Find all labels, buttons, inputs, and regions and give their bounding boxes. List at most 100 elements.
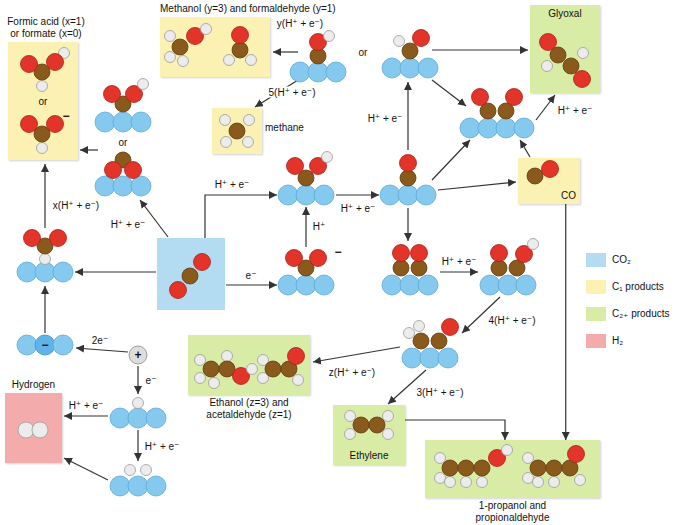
reaction-arrow [536, 95, 555, 120]
connector [565, 204, 566, 440]
legend-swatch [586, 253, 606, 267]
reaction-arrow [462, 297, 500, 333]
reaction-arrow [255, 80, 298, 107]
atom [232, 42, 248, 58]
atom [530, 460, 546, 476]
reaction-arrow [520, 140, 530, 157]
atom [431, 333, 447, 349]
atom [380, 185, 400, 205]
atom [411, 245, 428, 262]
arrow-label: H⁺ + e⁻ [441, 256, 478, 267]
arrow-label: x(H⁺ + e⁻) [52, 200, 100, 211]
atom [413, 333, 429, 349]
atom [195, 355, 206, 366]
reaction-arrow [313, 347, 400, 362]
reaction-arrow [205, 195, 277, 238]
atom [542, 161, 559, 178]
arrow-label: 2e⁻ [91, 335, 109, 346]
reaction-arrow [137, 366, 138, 394]
atom [293, 375, 304, 386]
atom [394, 36, 405, 47]
atom [95, 176, 115, 196]
arrow-label: or [118, 137, 129, 148]
atom [195, 373, 206, 384]
atom [128, 408, 148, 428]
arrow-label: z(H⁺ + e⁻) [328, 367, 376, 378]
atom [369, 417, 385, 433]
atom [445, 477, 456, 488]
product-name: Formic acid (x=1) or formate (x=0) [2, 16, 90, 40]
arrow-label: y(H⁺ + e⁻) [276, 18, 324, 29]
atom [478, 118, 498, 138]
atom [393, 260, 409, 276]
atom [546, 460, 562, 476]
c2-product-box: Glyoxal [530, 5, 600, 93]
reaction-arrow [407, 82, 408, 150]
atom [296, 185, 316, 205]
legend-text: C₂₊ products [612, 308, 670, 320]
product-name: Ethylene [350, 450, 389, 462]
atom [498, 275, 518, 295]
arrow-label: 4(H⁺ + e⁻) [488, 315, 537, 326]
product-name: CO [561, 190, 576, 202]
atom [37, 81, 48, 92]
atom [53, 335, 73, 355]
atom [314, 275, 334, 295]
atom [474, 460, 490, 476]
reaction-arrow [305, 207, 306, 247]
atom [418, 58, 438, 78]
reaction-arrow [336, 194, 379, 195]
reaction-arrow [44, 286, 45, 333]
atom [400, 58, 420, 78]
arrow-label: 5(H⁺ + e⁻) [268, 87, 317, 98]
atom [265, 361, 281, 377]
atom [194, 254, 211, 271]
atom [438, 348, 458, 368]
atom [40, 254, 51, 265]
c2-product-box: Ethanol (z=3) and acetaldehyde (z=1) [188, 335, 310, 395]
arrow-label: e⁻ [245, 270, 258, 281]
legend-swatch [586, 307, 606, 321]
atom [516, 275, 536, 295]
atom [523, 453, 534, 464]
atom [324, 31, 335, 42]
atom [104, 86, 121, 103]
molecule [160, 17, 270, 77]
atom [496, 118, 516, 138]
atom [400, 170, 416, 186]
atom [53, 262, 73, 282]
atom [416, 185, 436, 205]
arrow-label: H⁺ + e⁻ [557, 105, 594, 116]
atom [549, 477, 560, 488]
atom [243, 137, 254, 148]
atom [133, 398, 144, 409]
atom [220, 115, 231, 126]
molecule [212, 108, 262, 154]
arrow-label: or [358, 47, 369, 58]
c1-product-box: Formic acid (x=1) or formate (x=0)or [8, 42, 78, 160]
reaction-arrow [432, 80, 466, 106]
atom [310, 250, 327, 267]
atom [383, 429, 394, 440]
atom [527, 168, 543, 184]
atom [146, 476, 166, 496]
atom [246, 55, 257, 66]
reaction-arrow [76, 348, 128, 352]
reaction-arrow [75, 271, 156, 272]
atom [477, 477, 488, 488]
reaction-arrow [44, 164, 45, 228]
atom [224, 55, 235, 66]
atom [442, 460, 458, 476]
atom [435, 473, 446, 484]
atom [21, 56, 38, 73]
atom [413, 30, 430, 47]
intermediates [17, 30, 539, 497]
arrow-label: H⁺ + e⁻ [68, 400, 105, 411]
product-name: methane [265, 122, 304, 134]
legend-text: C₁ products [612, 281, 664, 293]
atom [125, 465, 136, 476]
legend-text: CO₂ [612, 254, 631, 266]
arrow-label: H⁺ + e⁻ [214, 179, 251, 190]
atom [113, 112, 133, 132]
reaction-arrow [226, 284, 277, 285]
